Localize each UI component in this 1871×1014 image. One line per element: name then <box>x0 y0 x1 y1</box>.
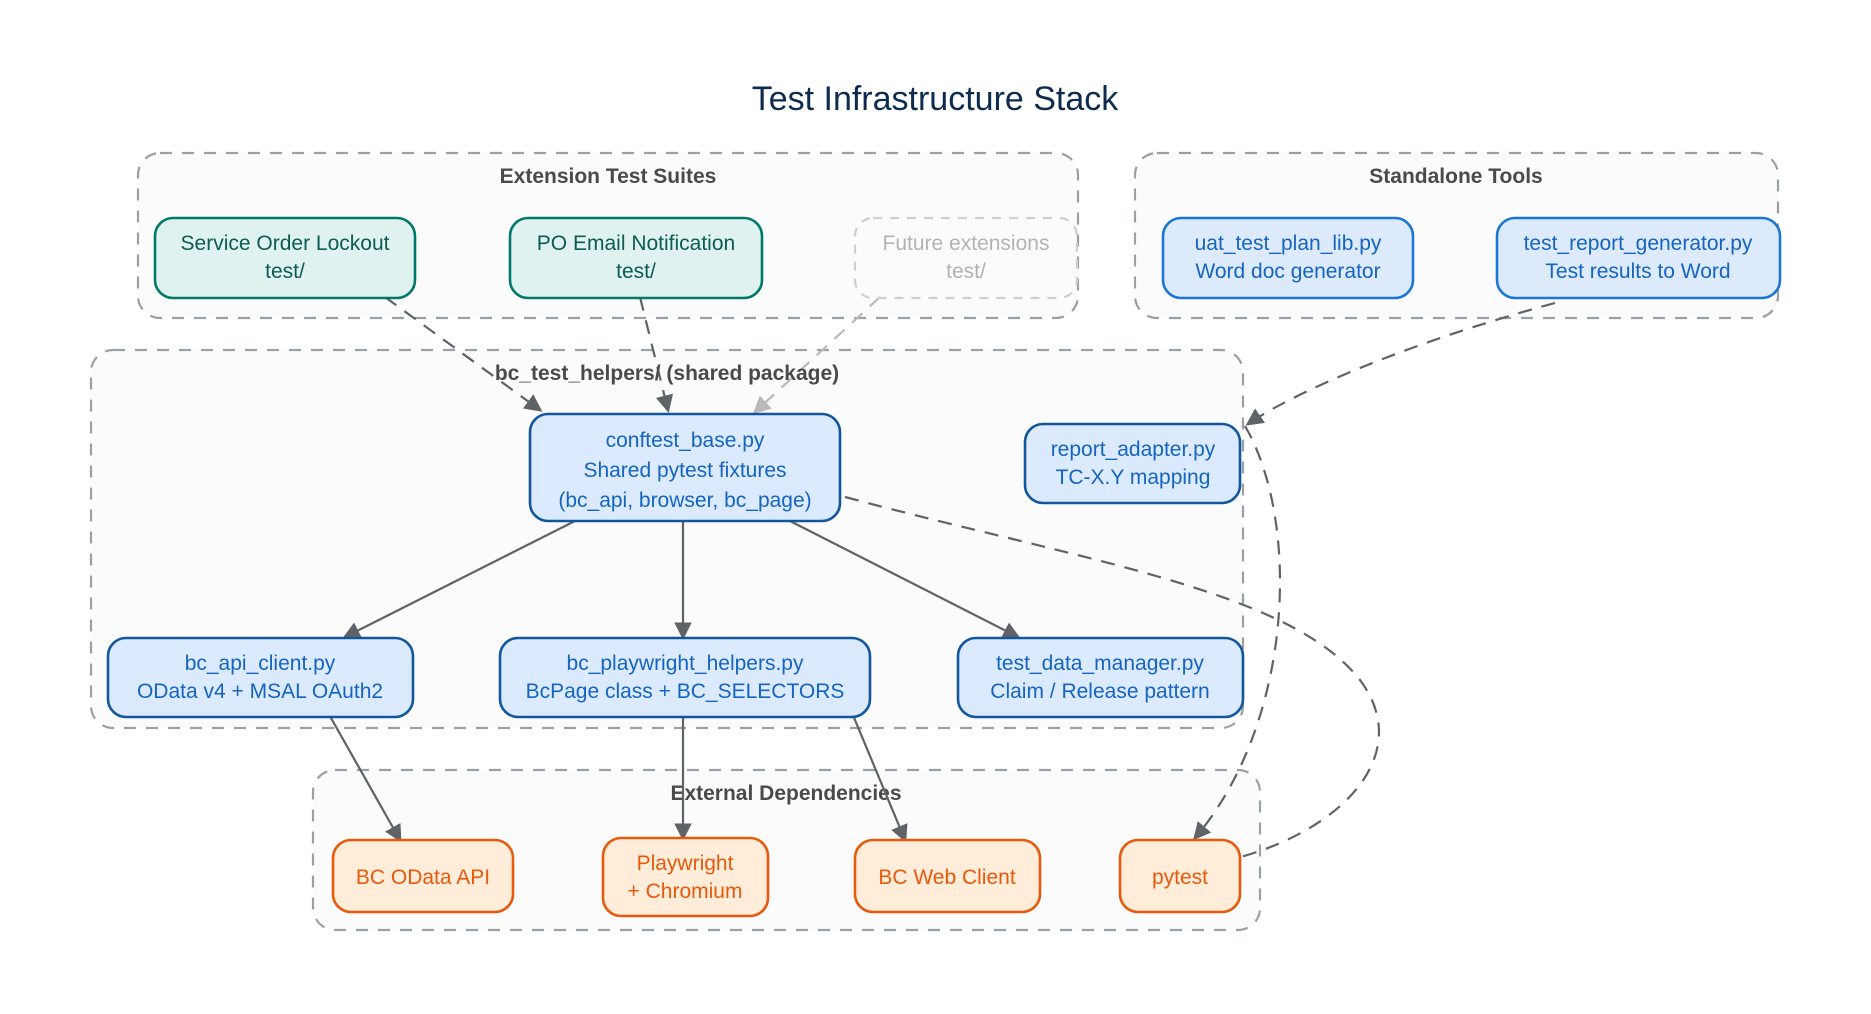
node-box-test-data-manager[interactable] <box>956 636 1245 719</box>
node-box-playwright-chromium[interactable] <box>601 836 770 918</box>
cluster-label-bc-test-helpers: bc_test_helpers/ (shared package) <box>495 362 839 385</box>
node-label-test-report-generator-line2: Test results to Word <box>1545 260 1730 283</box>
node-label-test-data-manager-line2: Claim / Release pattern <box>990 680 1209 703</box>
node-box-future-extensions <box>853 216 1079 300</box>
node-bc-api-client[interactable]: bc_api_client.py OData v4 + MSAL OAuth2 <box>106 636 415 719</box>
node-label-bc-odata-api-line1: BC OData API <box>356 866 490 889</box>
node-label-bc-api-client-line1: bc_api_client.py <box>185 652 336 675</box>
node-label-playwright-chromium-line1: Playwright <box>637 852 734 875</box>
node-label-conftest-base-line2: Shared pytest fixtures <box>583 459 786 482</box>
node-label-conftest-base-line3: (bc_api, browser, bc_page) <box>558 489 811 512</box>
node-label-po-email-notification-line1: PO Email Notification <box>537 232 735 255</box>
node-test-data-manager[interactable]: test_data_manager.py Claim / Release pat… <box>956 636 1245 719</box>
node-label-pytest-line1: pytest <box>1152 866 1208 889</box>
cluster-label-extension-test-suites: Extension Test Suites <box>500 165 717 188</box>
node-label-bc-playwright-helpers-line2: BcPage class + BC_SELECTORS <box>526 680 845 703</box>
edge-conftest-base-to-bc-api-client <box>342 520 576 639</box>
node-box-pytest[interactable] <box>1118 838 1242 914</box>
node-box-bc-api-client[interactable] <box>106 636 415 719</box>
node-label-test-report-generator-line1: test_report_generator.py <box>1524 232 1753 255</box>
node-playwright-chromium[interactable]: Playwright + Chromium <box>601 836 770 918</box>
cluster-bc-test-helpers <box>89 348 1245 730</box>
node-label-bc-playwright-helpers-line1: bc_playwright_helpers.py <box>567 652 804 675</box>
node-label-bc-api-client-line2: OData v4 + MSAL OAuth2 <box>137 680 383 703</box>
node-label-future-extensions-line2: test/ <box>946 260 986 283</box>
edge-report-adapter-to-pytest <box>1193 425 1282 841</box>
node-service-order-lockout[interactable]: Service Order Lockout test/ <box>153 216 417 300</box>
node-uat-test-plan-lib[interactable]: uat_test_plan_lib.py Word doc generator <box>1161 216 1415 300</box>
node-box-po-email-notification[interactable] <box>508 216 764 300</box>
edge-conftest-base-to-test-data-manager <box>789 520 1021 639</box>
node-test-report-generator[interactable]: test_report_generator.py Test results to… <box>1495 216 1782 300</box>
node-box-bc-playwright-helpers[interactable] <box>498 636 872 719</box>
node-po-email-notification[interactable]: PO Email Notification test/ <box>508 216 764 300</box>
node-label-conftest-base-line1: conftest_base.py <box>606 429 765 452</box>
node-bc-playwright-helpers[interactable]: bc_playwright_helpers.py BcPage class + … <box>498 636 872 719</box>
node-box-uat-test-plan-lib[interactable] <box>1161 216 1415 300</box>
node-report-adapter[interactable]: report_adapter.py TC-X.Y mapping <box>1023 422 1242 505</box>
node-label-bc-web-client-line1: BC Web Client <box>878 866 1015 889</box>
node-label-future-extensions-line1: Future extensions <box>883 232 1050 255</box>
node-bc-odata-api[interactable]: BC OData API <box>331 838 515 914</box>
cluster-label-external-dependencies: External Dependencies <box>670 782 901 805</box>
node-label-report-adapter-line1: report_adapter.py <box>1051 438 1216 461</box>
node-conftest-base[interactable]: conftest_base.py Shared pytest fixtures … <box>528 412 842 523</box>
edge-test-report-generator-to-report-adapter <box>1245 301 1556 426</box>
node-bc-web-client[interactable]: BC Web Client <box>853 838 1042 914</box>
cluster-label-standalone-tools: Standalone Tools <box>1369 165 1542 188</box>
node-label-service-order-lockout-line2: test/ <box>265 260 305 283</box>
node-label-po-email-notification-line2: test/ <box>616 260 656 283</box>
edge-service-order-lockout-to-conftest-base <box>384 296 543 412</box>
edge-conftest-base-to-pytest <box>844 495 1381 873</box>
node-box-service-order-lockout[interactable] <box>153 216 417 300</box>
node-future-extensions: Future extensions test/ <box>853 216 1079 300</box>
node-label-test-data-manager-line1: test_data_manager.py <box>996 652 1204 675</box>
node-label-service-order-lockout-line1: Service Order Lockout <box>181 232 390 255</box>
node-label-report-adapter-line2: TC-X.Y mapping <box>1056 466 1211 489</box>
cluster-box-bc-test-helpers <box>89 348 1245 730</box>
edge-po-email-notification-to-conftest-base <box>638 296 674 413</box>
node-box-conftest-base[interactable] <box>528 412 842 523</box>
node-box-test-report-generator[interactable] <box>1495 216 1782 300</box>
node-label-uat-test-plan-lib-line2: Word doc generator <box>1195 260 1380 283</box>
node-label-playwright-chromium-line2: + Chromium <box>628 880 743 903</box>
node-label-uat-test-plan-lib-line1: uat_test_plan_lib.py <box>1195 232 1382 255</box>
node-box-report-adapter[interactable] <box>1023 422 1242 505</box>
node-pytest[interactable]: pytest <box>1118 838 1242 914</box>
node-box-bc-web-client[interactable] <box>853 838 1042 914</box>
page-title: Test Infrastructure Stack <box>752 80 1120 118</box>
edge-future-extensions-to-conftest-base <box>752 296 881 414</box>
node-box-bc-odata-api[interactable] <box>331 838 515 914</box>
